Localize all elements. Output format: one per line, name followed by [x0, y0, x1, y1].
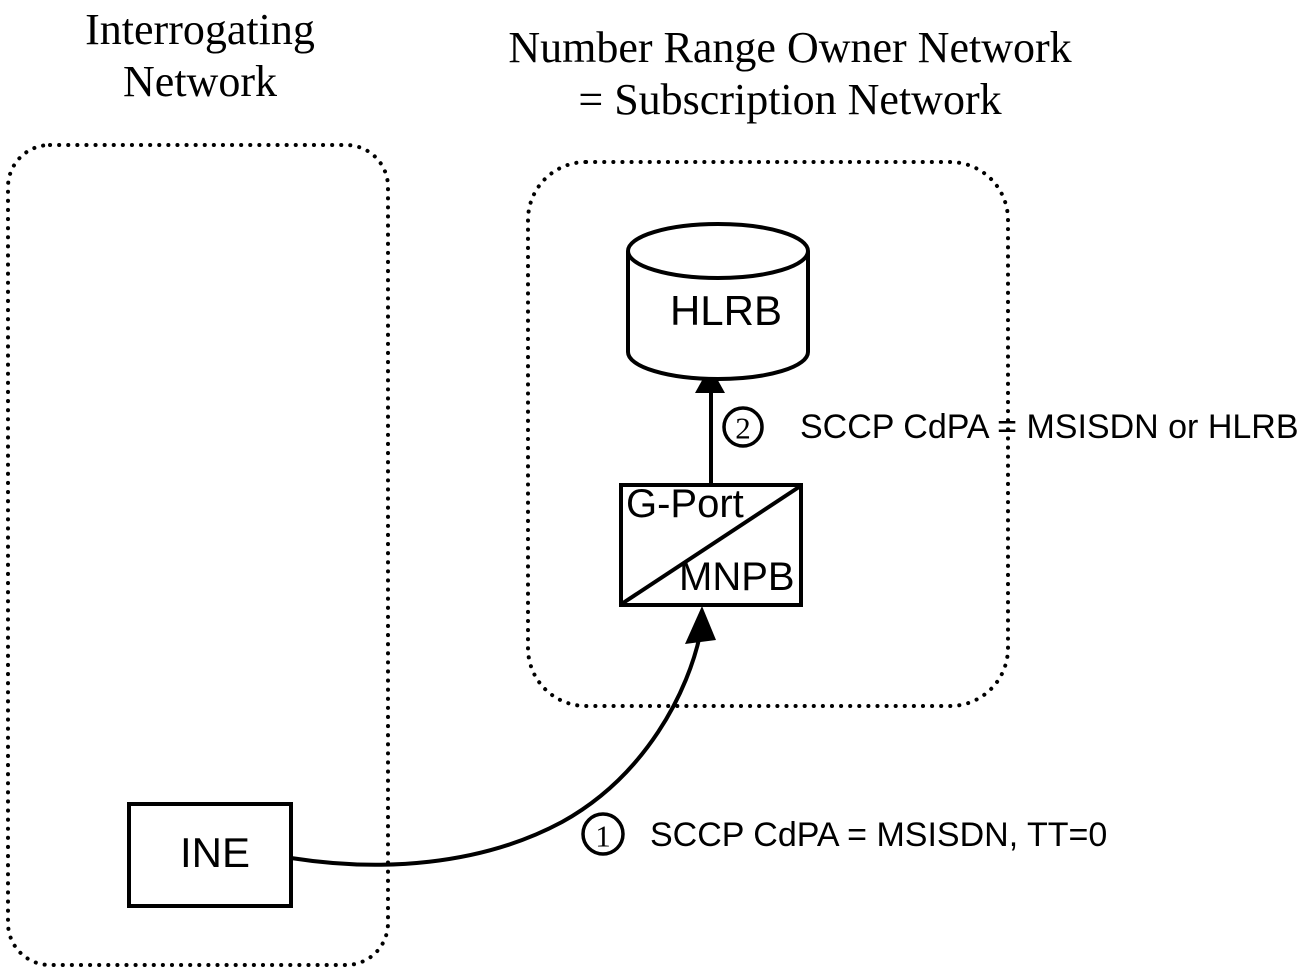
step-1-circle [581, 812, 625, 856]
hlrb-label: HLRB [669, 287, 783, 334]
ine-label: INE [179, 829, 251, 876]
arrow-ine-to-mnpb-head-icon [685, 606, 716, 644]
interrogating-network-title-line1: Interrogating [85, 5, 315, 54]
subscription-network-boundary [526, 160, 1010, 708]
gport-mnpb-divider [621, 485, 801, 605]
step-2-number: 2 [735, 410, 751, 446]
step-1-number: 1 [595, 818, 611, 854]
owner-network-title-line1: Number Range Owner Network [508, 23, 1072, 72]
hlrb-cylinder-body [626, 251, 810, 381]
owner-network-title: Number Range Owner Network = Subscriptio… [508, 22, 1071, 126]
interrogating-network-title: Interrogating Network [85, 4, 315, 108]
ine-box [127, 802, 293, 908]
step-2-circle [722, 406, 764, 448]
owner-network-title-line2: = Subscription Network [578, 75, 1002, 124]
mnpb-label: MNPB [679, 555, 795, 599]
interrogating-network-title-line2: Network [123, 57, 277, 106]
interrogating-network-boundary [6, 143, 390, 967]
step-2-label: SCCP CdPA = MSISDN or HLRB [800, 408, 1299, 446]
hlrb-cylinder-top [626, 222, 810, 280]
arrow-ine-to-mnpb [290, 629, 703, 867]
gport-label: G-Port [626, 482, 744, 526]
step-1-label: SCCP CdPA = MSISDN, TT=0 [650, 816, 1108, 854]
